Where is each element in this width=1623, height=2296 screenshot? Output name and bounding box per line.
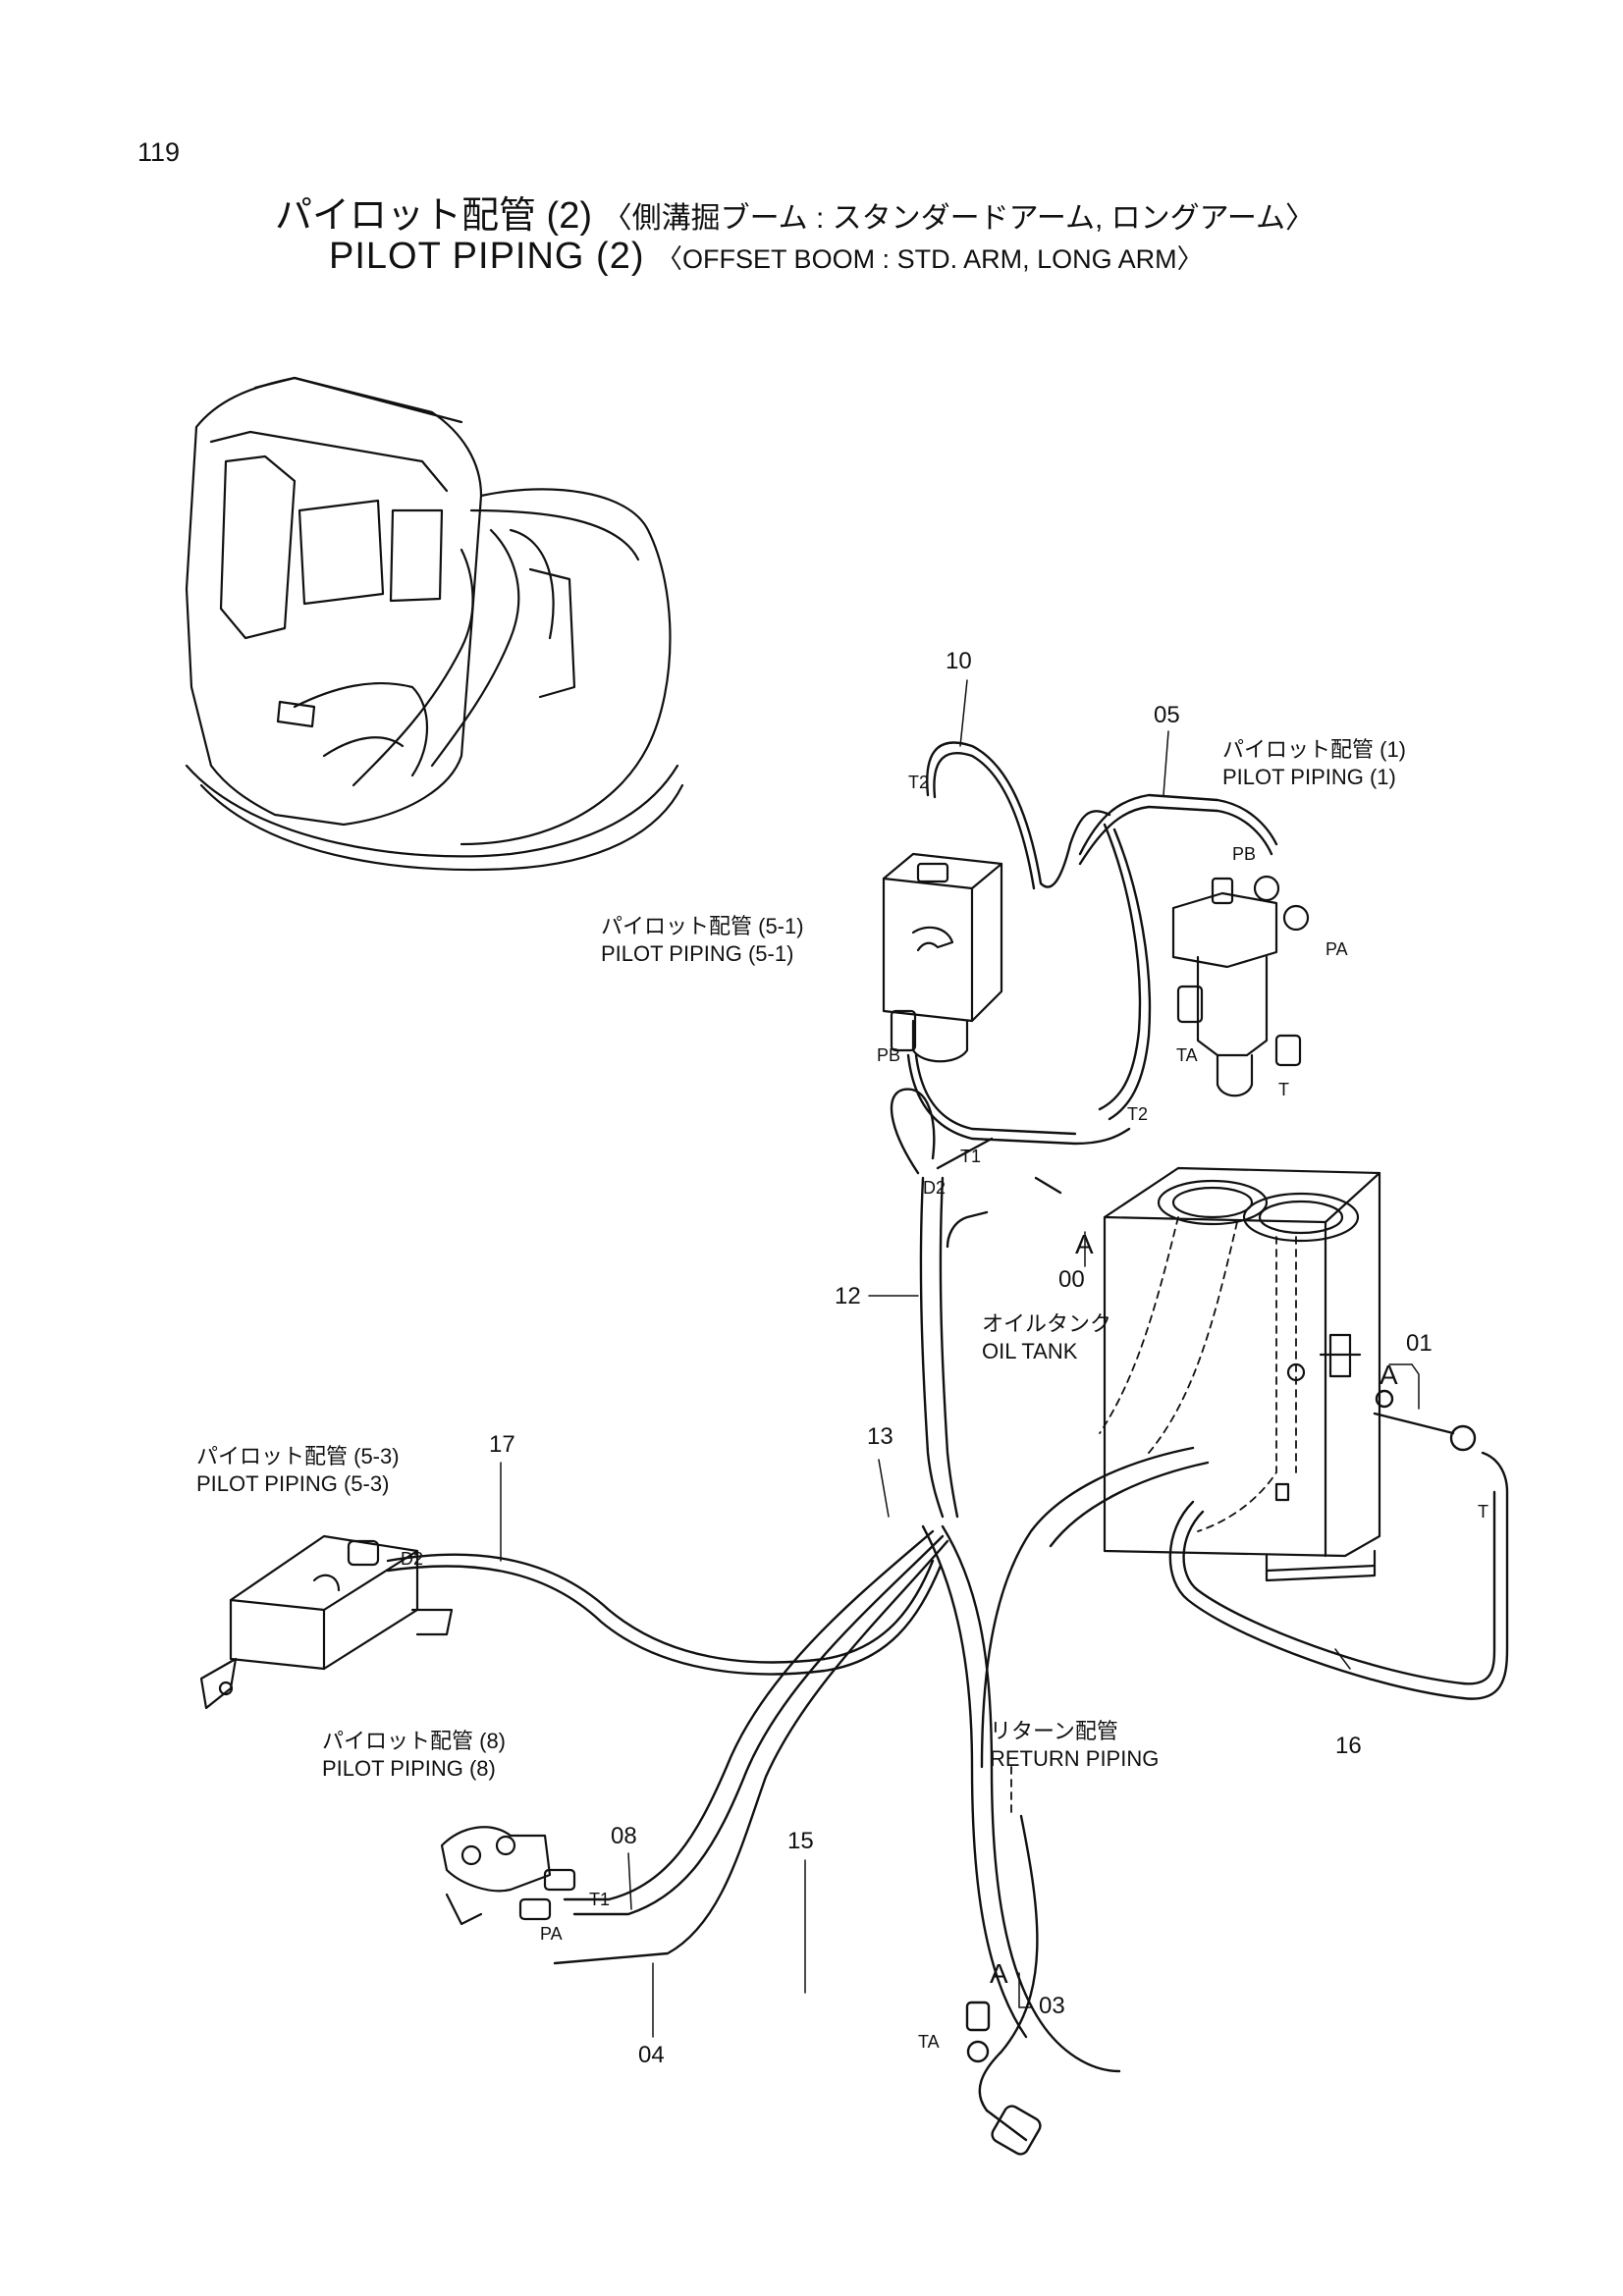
port-label-pa-right: PA <box>1325 939 1348 959</box>
callout-pilot-piping-5-3-jp: パイロット配管 (5-3) <box>196 1444 400 1468</box>
excavator-cab-illustration <box>187 378 682 870</box>
page-title-en: PILOT PIPING (2) 〈OFFSET BOOM : STD. ARM… <box>329 236 1204 278</box>
part-number-05: 05 <box>1154 702 1180 728</box>
pilot-valve-5-1 <box>884 854 1001 1061</box>
pilot-valve-5-3 <box>201 1536 452 1708</box>
part-number-03: 03 <box>1039 1993 1065 2019</box>
port-label-t2-mid: T2 <box>1127 1104 1149 1124</box>
callout-pilot-piping-8: パイロット配管 (8) PILOT PIPING (8) <box>322 1728 506 1783</box>
leader-lines <box>501 680 1419 2037</box>
part-number-13: 13 <box>867 1423 893 1450</box>
part-number-08: 08 <box>611 1823 637 1849</box>
pilot-valve-1 <box>1173 877 1308 1095</box>
part-number-12: 12 <box>835 1283 861 1309</box>
port-label-pb-left: PB <box>877 1045 901 1065</box>
port-label-ta-bottom: TA <box>918 2032 940 2052</box>
page-title-jp: パイロット配管 (2) 〈側溝掘ブーム : スタンダードアーム, ロングアーム〉 <box>275 185 1315 239</box>
port-label-t-right: T <box>1278 1080 1289 1099</box>
part-number-10: 10 <box>946 648 972 674</box>
callout-pilot-piping-5-1-jp: パイロット配管 (5-1) <box>601 914 804 938</box>
oil-tank <box>1105 1168 1380 1580</box>
callout-pilot-piping-1: パイロット配管 (1) PILOT PIPING (1) <box>1222 736 1406 791</box>
callout-pilot-piping-1-jp: パイロット配管 (1) <box>1222 737 1407 762</box>
callout-oil-tank: オイルタンク OIL TANK <box>982 1310 1111 1365</box>
port-label-pa-bottom: PA <box>540 1924 563 1944</box>
callout-pilot-piping-8-jp: パイロット配管 (8) <box>322 1729 507 1753</box>
pilot-valve-8 <box>442 1827 574 1924</box>
callout-return-piping: リターン配管 RETURN PIPING <box>990 1718 1159 1773</box>
port-label-t2-top: T2 <box>908 773 930 792</box>
title-en-main: PILOT PIPING (2) <box>329 236 645 277</box>
page-number: 119 <box>137 137 181 167</box>
part-number-15: 15 <box>787 1828 814 1854</box>
callout-pilot-piping-5-1: パイロット配管 (5-1) PILOT PIPING (5-1) <box>601 913 804 968</box>
detail-mark-a-2: A <box>1380 1360 1398 1390</box>
callout-oil-tank-jp: オイルタンク <box>982 1311 1112 1336</box>
port-label-pb-right: PB <box>1232 844 1257 864</box>
port-label-t1-bottom: T1 <box>589 1890 611 1909</box>
callout-pilot-piping-8-en: PILOT PIPING (8) <box>322 1756 496 1781</box>
port-label-d2-left: D2 <box>401 1549 424 1569</box>
port-label-t-far: T <box>1478 1502 1488 1522</box>
hoses <box>388 743 1507 2158</box>
part-number-17: 17 <box>489 1431 515 1458</box>
callout-return-piping-jp: リターン配管 <box>990 1719 1118 1743</box>
callout-pilot-piping-1-en: PILOT PIPING (1) <box>1222 765 1396 789</box>
port-label-ta-right: TA <box>1176 1045 1198 1065</box>
callout-pilot-piping-5-3-en: PILOT PIPING (5-3) <box>196 1471 390 1496</box>
detail-mark-a-3: A <box>990 1958 1008 1989</box>
callout-oil-tank-en: OIL TANK <box>982 1339 1078 1363</box>
detail-mark-a-1: A <box>1075 1229 1094 1259</box>
part-number-16: 16 <box>1335 1733 1362 1759</box>
title-jp-main: パイロット配管 (2) <box>275 195 593 237</box>
callout-return-piping-en: RETURN PIPING <box>990 1746 1160 1771</box>
part-number-01: 01 <box>1406 1330 1433 1357</box>
callout-pilot-piping-5-1-en: PILOT PIPING (5-1) <box>601 941 794 966</box>
part-number-00: 00 <box>1058 1266 1085 1293</box>
title-jp-sub: 〈側溝掘ブーム : スタンダードアーム, ロングアーム〉 <box>602 202 1315 235</box>
tank-internal-lines <box>1011 1217 1296 1816</box>
part-number-04: 04 <box>638 2042 665 2068</box>
port-label-t1-mid: T1 <box>960 1147 982 1166</box>
port-label-d2-mid: D2 <box>923 1178 947 1198</box>
callout-pilot-piping-5-3: パイロット配管 (5-3) PILOT PIPING (5-3) <box>196 1443 400 1498</box>
title-en-sub: 〈OFFSET BOOM : STD. ARM, LONG ARM〉 <box>656 244 1204 274</box>
